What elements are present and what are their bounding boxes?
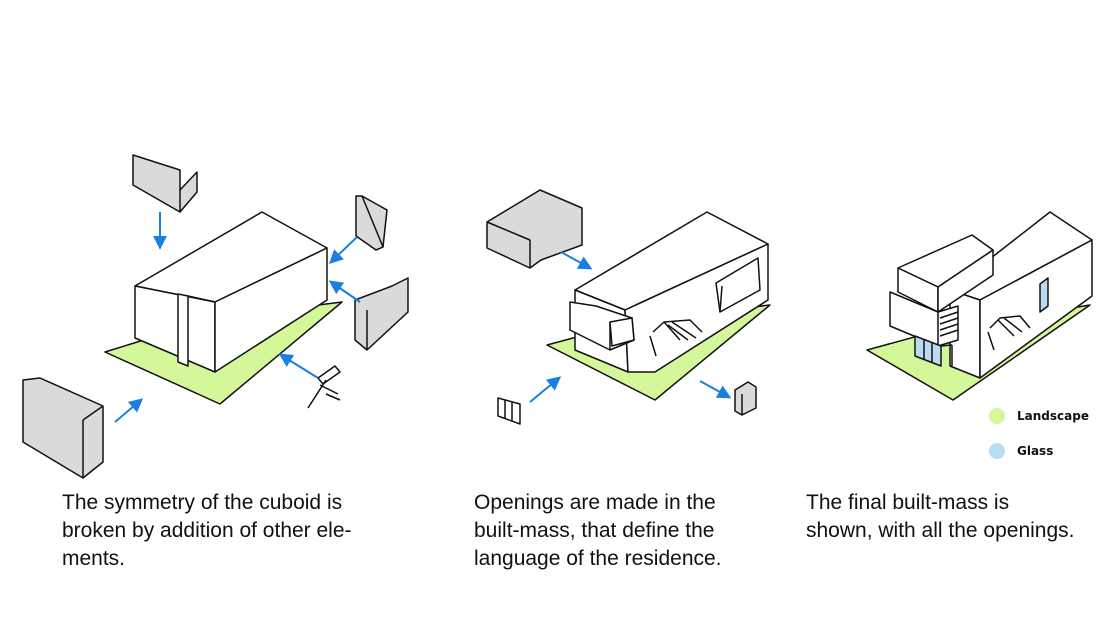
legend-label-landscape: Landscape [1017,409,1089,423]
arrow [278,353,319,379]
caption-step3: The final built-mass is shown, with all … [806,489,1075,545]
small-box [734,381,757,416]
arrow [529,376,562,403]
caption-line: broken by addition of other ele- [62,519,352,542]
caption-line: The symmetry of the cuboid is [62,491,343,514]
canopy-element [307,365,341,409]
legend-swatch-glass [989,443,1005,459]
caption-line: shown, with all the openings. [806,519,1075,542]
caption-line: Openings are made in the [474,491,716,514]
caption-line: ments. [62,547,126,570]
added-block-left [22,377,104,479]
cuboid-pilaster [177,293,189,367]
step1-diagram [22,154,409,479]
step3-diagram [866,211,1093,401]
arrow [328,280,361,303]
caption-step2: Openings are made in the built-mass, tha… [474,489,722,573]
glass-panel [914,335,942,367]
arrow [328,236,358,264]
caption-line: The final built-mass is [806,491,1010,514]
added-slab-right [355,195,388,251]
glass-panel [1039,277,1049,313]
caption-line: language of the residence. [474,547,722,570]
caption-line: built-mass, that define the [474,519,715,542]
window-module [497,397,521,425]
legend-label-glass: Glass [1017,444,1054,458]
step2-diagram [486,189,771,425]
added-wall-right [354,277,409,351]
arrow [560,251,593,270]
added-block-top [132,154,198,213]
arrow [114,398,144,423]
added-box [486,189,583,269]
legend-swatch-landscape [989,408,1005,424]
arrow [699,380,732,399]
cuboid-side [214,247,328,373]
caption-step1: The symmetry of the cuboid is broken by … [62,489,352,573]
